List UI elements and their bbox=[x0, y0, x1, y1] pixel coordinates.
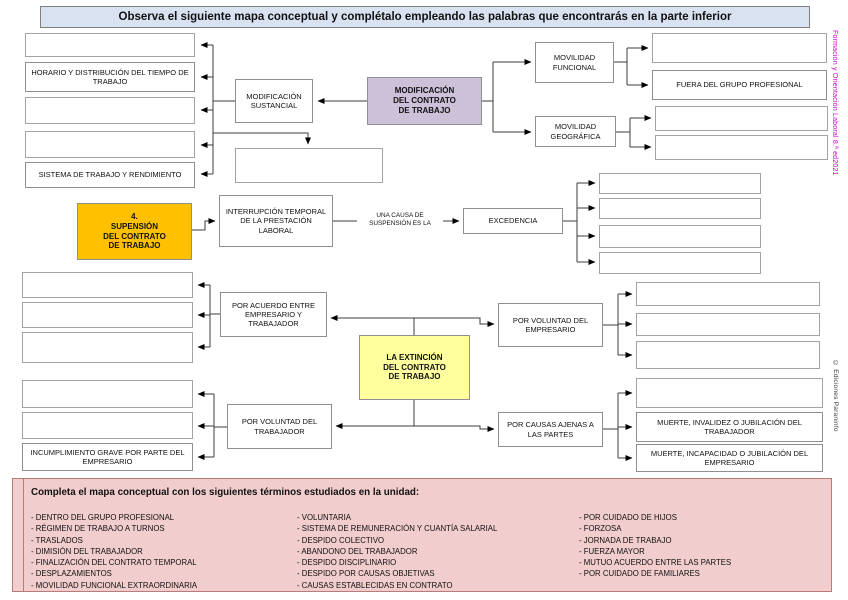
word-bank-item: - POR CUIDADO DE FAMILIARES bbox=[579, 569, 700, 579]
word-bank-item: - DESPIDO COLECTIVO bbox=[297, 535, 385, 545]
node-movilidad-funcional: MOVILIDAD FUNCIONAL bbox=[535, 42, 614, 83]
answer-blank[interactable] bbox=[25, 131, 195, 158]
node-muerte-trabajador: MUERTE, INVALIDEZ O JUBILACIÓN DEL TRABA… bbox=[636, 412, 823, 442]
answer-blank[interactable] bbox=[22, 380, 193, 408]
word-bank-item: - CAUSAS ESTABLECIDAS EN CONTRATO bbox=[297, 580, 453, 590]
word-bank-item: - DENTRO DEL GRUPO PROFESIONAL bbox=[31, 513, 175, 522]
answer-blank[interactable] bbox=[22, 332, 193, 363]
node-movilidad-geografica: MOVILIDAD GEOGRÁFICA bbox=[535, 116, 616, 147]
answer-blank[interactable] bbox=[636, 378, 823, 408]
node-suspension-contrato: 4. SUPENSIÓN DEL CONTRATO DE TRABAJO bbox=[77, 203, 192, 260]
answer-blank[interactable] bbox=[636, 341, 820, 369]
node-sistema-trabajo: SISTEMA DE TRABAJO Y RENDIMIENTO bbox=[25, 162, 195, 188]
node-extincion-contrato: LA EXTINCIÓN DEL CONTRATO DE TRABAJO bbox=[359, 335, 470, 400]
answer-blank[interactable] bbox=[22, 272, 193, 298]
word-bank-item: - JORNADA DE TRABAJO bbox=[579, 535, 672, 545]
answer-blank[interactable] bbox=[636, 313, 820, 336]
word-bank-item: - DESPIDO DISCIPLINARIO bbox=[297, 558, 397, 568]
answer-blank[interactable] bbox=[636, 282, 820, 306]
word-bank-column-2: - VOLUNTARIA - SISTEMA DE REMUNERACIÓN Y… bbox=[297, 512, 497, 591]
word-bank-item: - DESPIDO POR CAUSAS OBJETIVAS bbox=[297, 569, 435, 579]
word-bank-item: - ABANDONO DEL TRABAJADOR bbox=[297, 546, 418, 556]
edition-credit: Formación y Orientación Laboral 8.ª ed20… bbox=[831, 30, 838, 176]
word-bank-header: Completa el mapa conceptual con los sigu… bbox=[31, 487, 420, 498]
answer-blank[interactable] bbox=[22, 412, 193, 439]
node-voluntad-trabajador: POR VOLUNTAD DEL TRABAJADOR bbox=[227, 404, 332, 449]
word-bank-item: - DESPLAZAMIENTOS bbox=[31, 569, 112, 579]
node-interrupcion-temporal: INTERRUPCIÓN TEMPORAL DE LA PRESTACIÓN L… bbox=[219, 195, 333, 247]
answer-blank[interactable] bbox=[599, 252, 761, 274]
answer-blank[interactable] bbox=[25, 33, 195, 57]
answer-blank[interactable] bbox=[22, 302, 193, 328]
word-bank-item: - VOLUNTARIA bbox=[297, 513, 352, 522]
word-bank-item: - FUERZA MAYOR bbox=[579, 546, 645, 556]
label-una-causa: UNA CAUSA DE SUSPENSIÓN ES LA bbox=[369, 212, 431, 227]
answer-blank[interactable] bbox=[25, 97, 195, 124]
panel-divider bbox=[23, 479, 24, 591]
word-bank-item: - FINALIZACIÓN DEL CONTRATO TEMPORAL bbox=[31, 558, 197, 568]
node-horario: HORARIO Y DISTRIBUCIÓN DEL TIEMPO DE TRA… bbox=[25, 62, 195, 92]
word-bank-item: - FORZOSA bbox=[579, 524, 622, 534]
node-muerte-empresario: MUERTE, INCAPACIDAD O JUBILACIÓN DEL EMP… bbox=[636, 444, 823, 472]
word-bank-column-3: - POR CUIDADO DE HIJOS - FORZOSA - JORNA… bbox=[579, 512, 731, 580]
answer-blank[interactable] bbox=[655, 135, 828, 160]
word-bank-column-1: - DENTRO DEL GRUPO PROFESIONAL - RÉGIMEN… bbox=[31, 512, 197, 591]
answer-blank[interactable] bbox=[599, 173, 761, 194]
word-bank-item: - DIMISIÓN DEL TRABAJADOR bbox=[31, 546, 143, 556]
page-title: Observa el siguiente mapa conceptual y c… bbox=[40, 6, 810, 28]
node-causas-ajenas: POR CAUSAS AJENAS A LAS PARTES bbox=[498, 412, 603, 447]
word-bank-item: - MOVILIDAD FUNCIONAL EXTRAORDINARIA bbox=[31, 580, 198, 590]
answer-blank[interactable] bbox=[235, 148, 383, 183]
word-bank-item: - POR CUIDADO DE HIJOS bbox=[579, 513, 677, 522]
node-fuera-grupo: FUERA DEL GRUPO PROFESIONAL bbox=[652, 70, 827, 100]
node-por-acuerdo: POR ACUERDO ENTRE EMPRESARIO Y TRABAJADO… bbox=[220, 292, 327, 337]
node-modificacion-sustancial: MODIFICACIÓN SUSTANCIAL bbox=[235, 79, 313, 123]
word-bank-item: - TRASLADOS bbox=[31, 535, 83, 545]
answer-blank[interactable] bbox=[655, 106, 828, 131]
publisher-credit: © Ediciones Paraninfo bbox=[832, 360, 839, 432]
node-voluntad-empresario: POR VOLUNTAD DEL EMPRESARIO bbox=[498, 303, 603, 347]
word-bank-item: - SISTEMA DE REMUNERACIÓN Y CUANTÍA SALA… bbox=[297, 524, 498, 534]
node-modificacion-contrato: MODIFICACIÓN DEL CONTRATO DE TRABAJO bbox=[367, 77, 482, 125]
answer-blank[interactable] bbox=[599, 198, 761, 219]
answer-blank[interactable] bbox=[652, 33, 827, 63]
node-excedencia: EXCEDENCIA bbox=[463, 208, 563, 234]
word-bank-panel: Completa el mapa conceptual con los sigu… bbox=[12, 478, 832, 592]
node-incumplimiento: INCUMPLIMIENTO GRAVE POR PARTE DEL EMPRE… bbox=[22, 443, 193, 471]
word-bank-item: - RÉGIMEN DE TRABAJO A TURNOS bbox=[31, 524, 165, 534]
answer-blank[interactable] bbox=[599, 225, 761, 248]
word-bank-item: - MUTUO ACUERDO ENTRE LAS PARTES bbox=[579, 558, 732, 568]
